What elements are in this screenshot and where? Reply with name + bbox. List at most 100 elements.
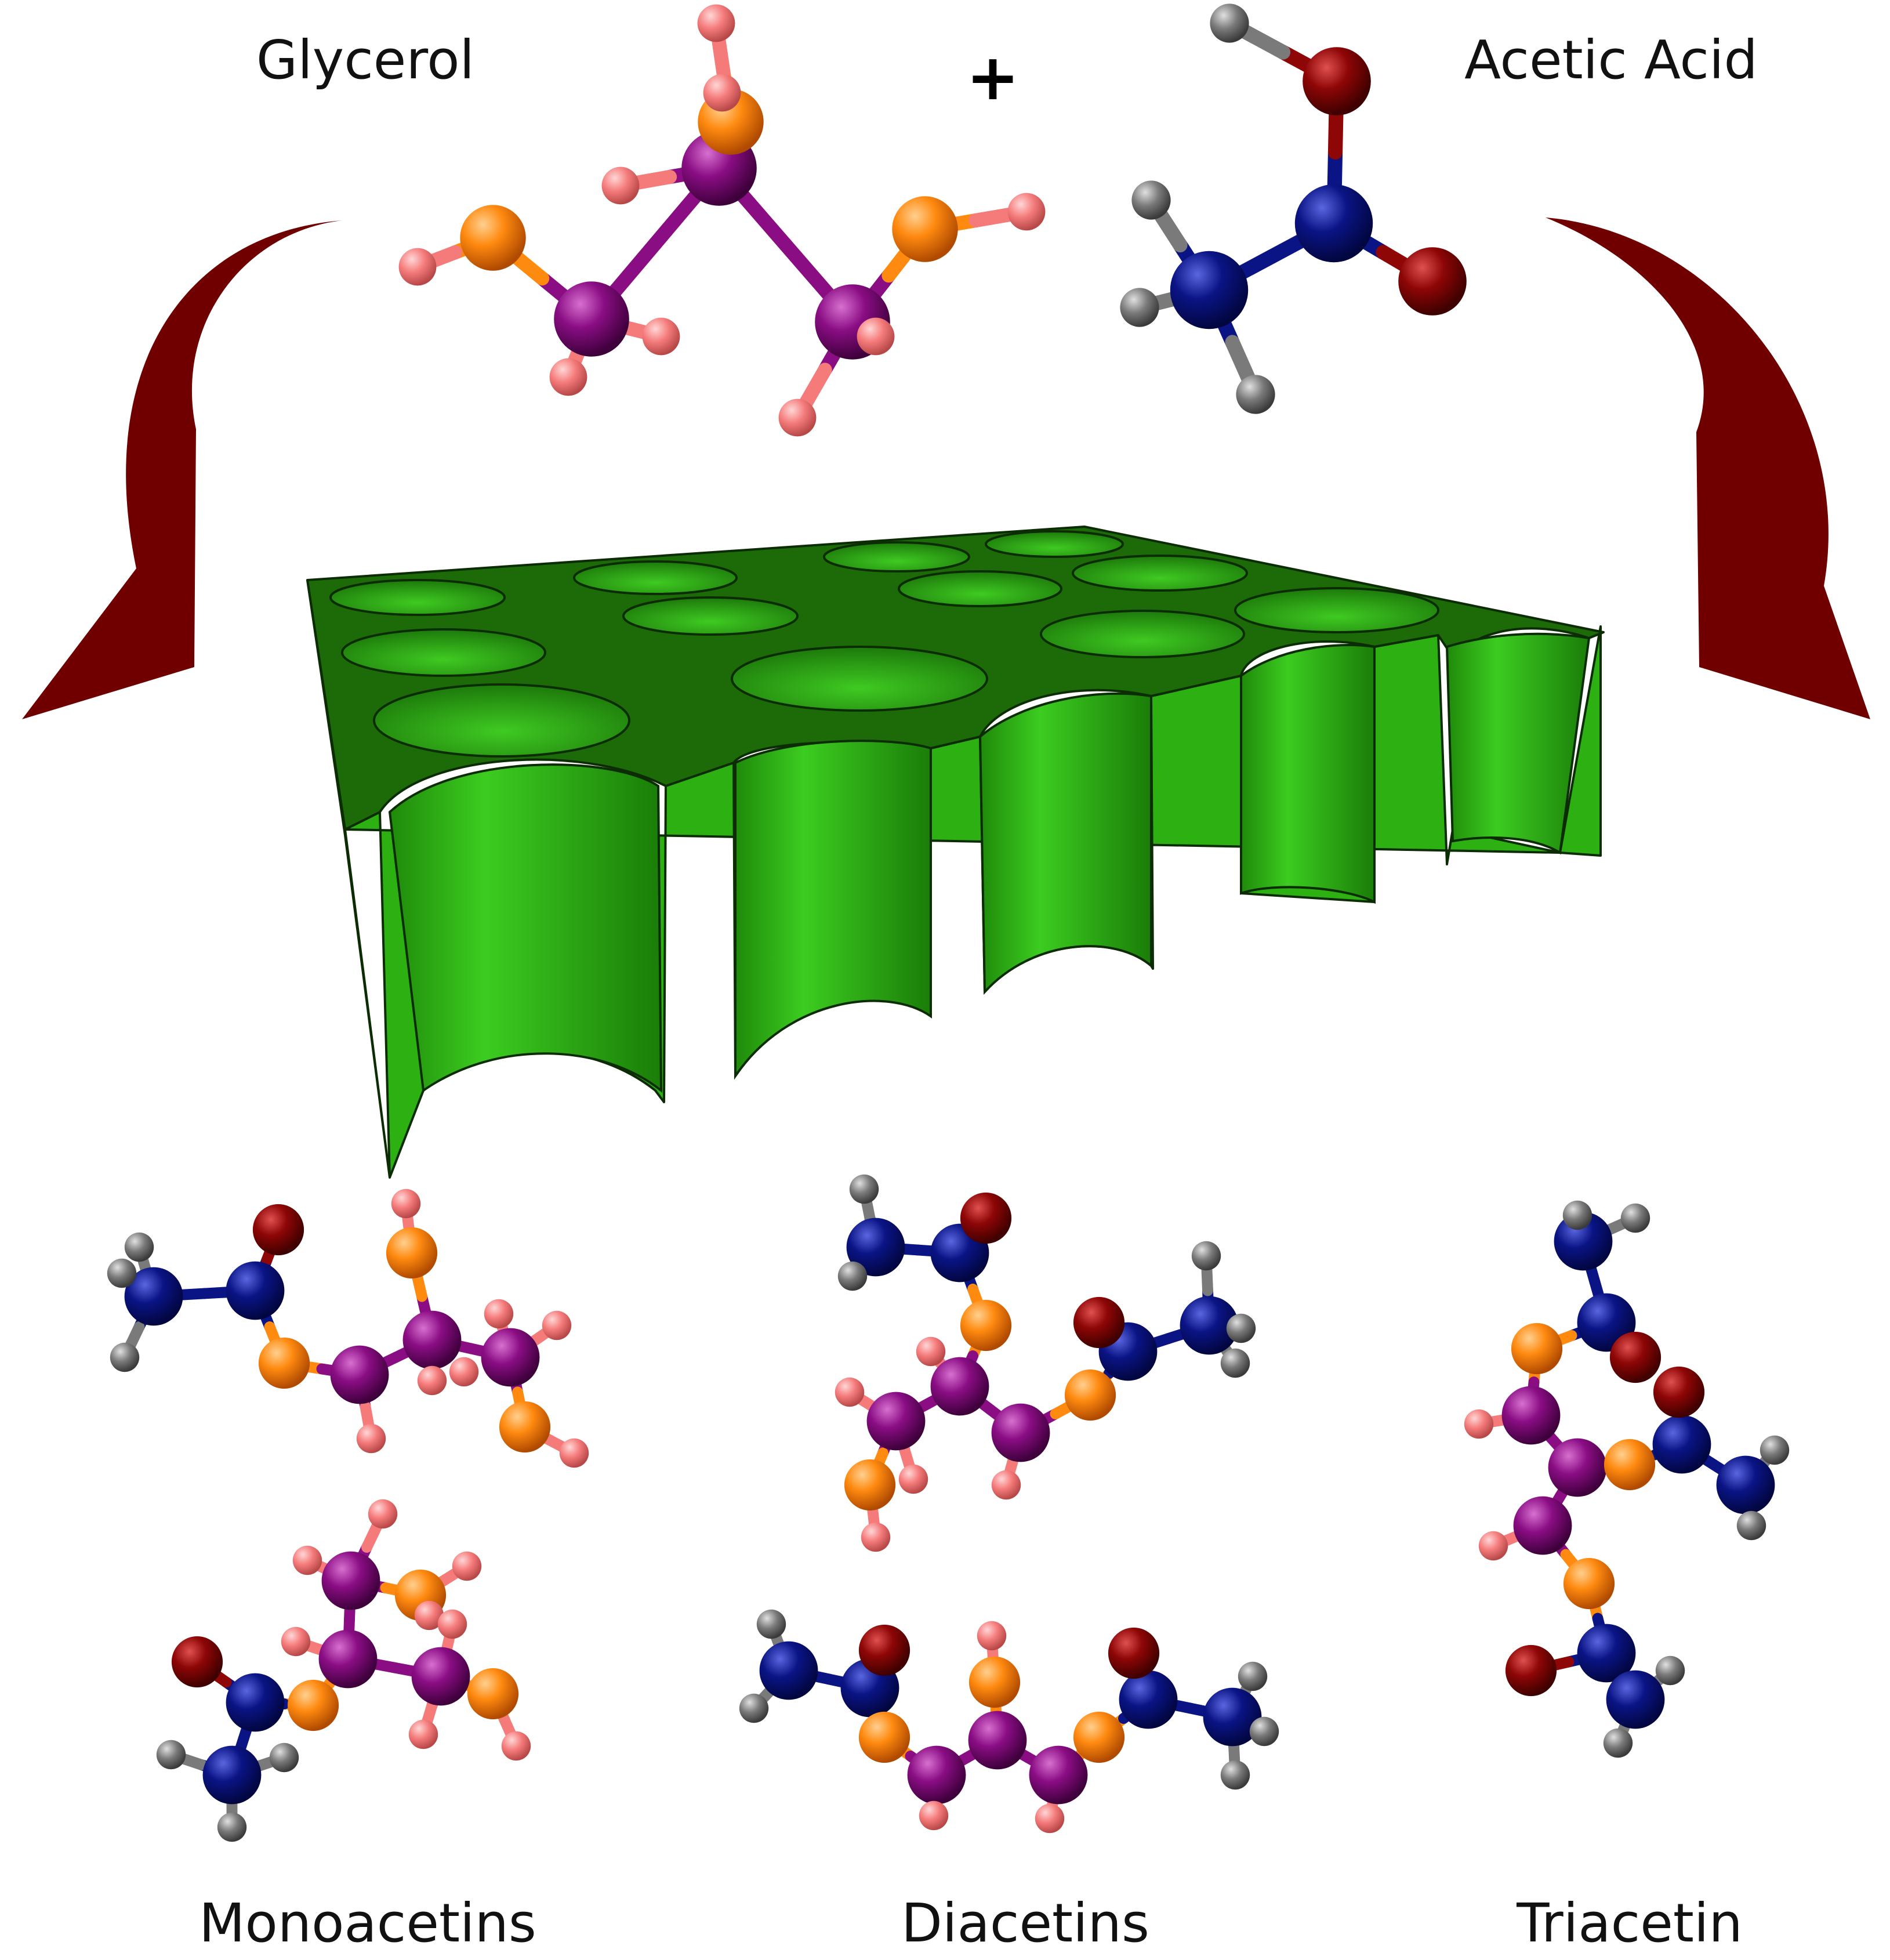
atom — [1238, 1661, 1268, 1691]
diacetin-molecule-1 — [835, 1174, 1256, 1552]
atom — [857, 317, 895, 356]
plus-sign: + — [966, 40, 1020, 114]
atom — [542, 1310, 572, 1341]
atom — [642, 317, 680, 356]
atom — [1170, 251, 1249, 329]
atom — [756, 1609, 786, 1639]
atom — [1191, 1241, 1221, 1271]
pore-tube-2 — [734, 740, 932, 1080]
atom — [217, 1812, 247, 1842]
glycerol-label: Glycerol — [256, 29, 475, 91]
atom — [991, 1403, 1050, 1462]
atom — [1653, 1366, 1705, 1418]
atom — [1073, 1711, 1125, 1763]
atom — [866, 1392, 926, 1451]
atom — [330, 1345, 389, 1404]
atom — [991, 1470, 1021, 1500]
atom — [858, 1624, 910, 1676]
atom — [437, 1609, 467, 1639]
diacetins-label: Diacetins — [901, 1892, 1149, 1954]
atom — [411, 1647, 470, 1706]
atom — [1606, 1670, 1665, 1729]
atom — [559, 1438, 589, 1468]
atom — [1501, 1386, 1561, 1445]
atom — [321, 1551, 380, 1610]
triacetin-molecule — [1464, 1200, 1790, 1758]
atom — [554, 281, 629, 357]
porous-catalyst-block — [306, 526, 1605, 1179]
atom — [368, 1499, 398, 1529]
atom — [739, 1693, 769, 1723]
atom — [844, 1459, 896, 1511]
atom — [1604, 1439, 1656, 1491]
atom — [417, 1365, 447, 1396]
atom — [226, 1673, 285, 1732]
atom — [849, 1174, 879, 1204]
atom — [1511, 1323, 1563, 1375]
atom — [398, 248, 437, 286]
atom — [1119, 1670, 1178, 1729]
atom — [1220, 1760, 1250, 1790]
atom — [156, 1740, 186, 1770]
atom — [124, 1267, 183, 1326]
atom — [1609, 1331, 1662, 1383]
atom — [1210, 3, 1249, 43]
atom — [549, 358, 587, 396]
atom — [356, 1423, 386, 1454]
atom — [1548, 1438, 1607, 1497]
atom — [703, 74, 741, 112]
atom — [977, 1621, 1007, 1651]
atom — [226, 1261, 285, 1320]
atom — [258, 1337, 310, 1389]
atom — [391, 1189, 421, 1219]
atom — [449, 1357, 479, 1387]
atom — [1131, 180, 1171, 220]
atom — [1562, 1200, 1592, 1230]
atom — [837, 1261, 868, 1291]
atom — [1513, 1496, 1572, 1555]
atom — [1652, 1415, 1711, 1474]
atom — [107, 1258, 137, 1288]
diacetin-molecule-2 — [739, 1609, 1279, 1834]
atom — [861, 1522, 891, 1552]
acetic-acid-molecule — [1120, 3, 1467, 414]
atom — [460, 205, 526, 271]
atom — [919, 1800, 949, 1831]
atom — [484, 1299, 514, 1329]
atom — [907, 1745, 966, 1805]
monoacetin-molecule-1 — [107, 1189, 589, 1468]
atom — [846, 1218, 905, 1277]
atom — [318, 1629, 378, 1689]
atom — [1029, 1745, 1088, 1805]
atom — [1603, 1728, 1633, 1758]
pore-tube-3 — [978, 692, 1152, 995]
pore-openings — [329, 530, 1439, 758]
glycerol-molecule — [398, 4, 1046, 437]
atom — [1303, 47, 1371, 115]
monoacetin-molecule-2 — [156, 1499, 531, 1842]
atom — [1464, 1409, 1494, 1439]
atom — [1736, 1510, 1766, 1541]
atom — [292, 1545, 322, 1575]
atom — [898, 1464, 928, 1494]
atom — [1226, 1313, 1256, 1343]
atom — [408, 1719, 438, 1749]
atom — [1478, 1531, 1508, 1561]
atom — [1294, 184, 1373, 263]
atom — [386, 1227, 438, 1279]
atom — [202, 1745, 262, 1805]
atom — [1716, 1455, 1775, 1515]
atom — [1108, 1627, 1160, 1679]
atom — [124, 1232, 154, 1262]
atom — [1505, 1644, 1557, 1697]
atom — [1398, 247, 1467, 316]
atom — [1577, 1624, 1636, 1683]
atom — [960, 1192, 1012, 1244]
atom — [1035, 1803, 1065, 1834]
atom — [467, 1668, 519, 1720]
acetic-acid-label: Acetic Acid — [1464, 29, 1758, 91]
atom — [402, 1310, 462, 1370]
atom — [1760, 1435, 1790, 1465]
atom — [1620, 1203, 1650, 1233]
